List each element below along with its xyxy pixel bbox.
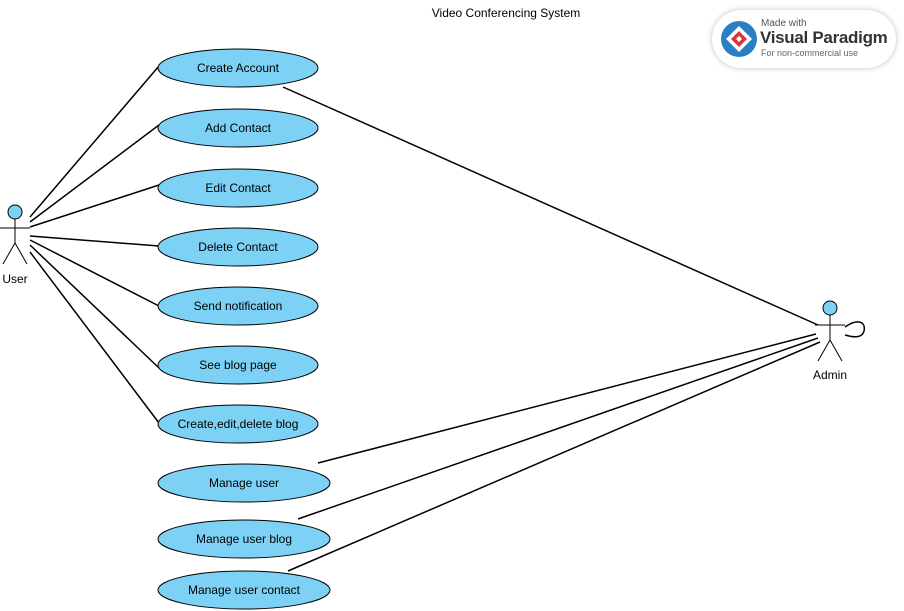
assoc-user-delete-contact [29, 235, 160, 247]
actor-admin-label: Admin [813, 368, 847, 382]
badge-made-with: Made with [761, 18, 807, 29]
use-case-manage-user-contact[interactable]: Manage user contact [157, 570, 331, 610]
use-case-delete-contact[interactable]: Delete Contact [157, 227, 319, 267]
use-case-label: Delete Contact [198, 240, 278, 254]
actor-head [822, 300, 838, 316]
actor-head [7, 204, 23, 220]
use-case-see-blog-page[interactable]: See blog page [157, 345, 319, 385]
assoc-user-create-edit-delete-blog [29, 251, 160, 424]
use-case-label: Create,edit,delete blog [178, 417, 299, 431]
assoc-admin-manage-user-blog [297, 337, 819, 520]
use-case-label: Manage user [209, 476, 279, 490]
badge-brand: Visual Paradigm [760, 28, 888, 47]
assoc-user-add-contact [29, 124, 160, 223]
use-case-manage-user[interactable]: Manage user [157, 463, 331, 503]
badge-note: For non-commercial use [761, 48, 859, 58]
actor-admin[interactable]: Admin [813, 300, 866, 382]
admin-associations [282, 86, 821, 572]
visual-paradigm-badge[interactable]: Made with Visual Paradigm For non-commer… [712, 10, 896, 68]
use-case-label: Create Account [197, 61, 280, 75]
assoc-admin-manage-user-contact [287, 341, 821, 572]
use-case-label: Manage user blog [196, 532, 292, 546]
use-case-label: Manage user contact [188, 583, 301, 597]
admin-link-loop [844, 321, 866, 338]
use-case-create-account[interactable]: Create Account [157, 48, 319, 88]
use-case-label: See blog page [199, 358, 277, 372]
use-case-label: Edit Contact [205, 181, 271, 195]
use-case-manage-user-blog[interactable]: Manage user blog [157, 519, 331, 559]
use-case-edit-contact[interactable]: Edit Contact [157, 168, 319, 208]
use-case-send-notification[interactable]: Send notification [157, 286, 319, 326]
use-case-label: Send notification [194, 299, 283, 313]
use-case-label: Add Contact [205, 121, 272, 135]
diagram-title: Video Conferencing System [431, 6, 581, 20]
actor-user[interactable]: User [0, 204, 30, 286]
user-associations [29, 65, 160, 424]
assoc-user-edit-contact [29, 184, 160, 228]
use-case-create-edit-delete-blog[interactable]: Create,edit,delete blog [157, 404, 319, 444]
actor-user-label: User [2, 272, 27, 286]
visual-paradigm-logo-icon [721, 21, 757, 57]
use-case-add-contact[interactable]: Add Contact [157, 108, 319, 148]
assoc-admin-create-account [282, 86, 819, 326]
assoc-user-see-blog-page [29, 244, 160, 369]
assoc-user-send-notification [29, 239, 160, 307]
assoc-user-create-account [29, 65, 160, 218]
assoc-admin-manage-user [317, 333, 817, 464]
